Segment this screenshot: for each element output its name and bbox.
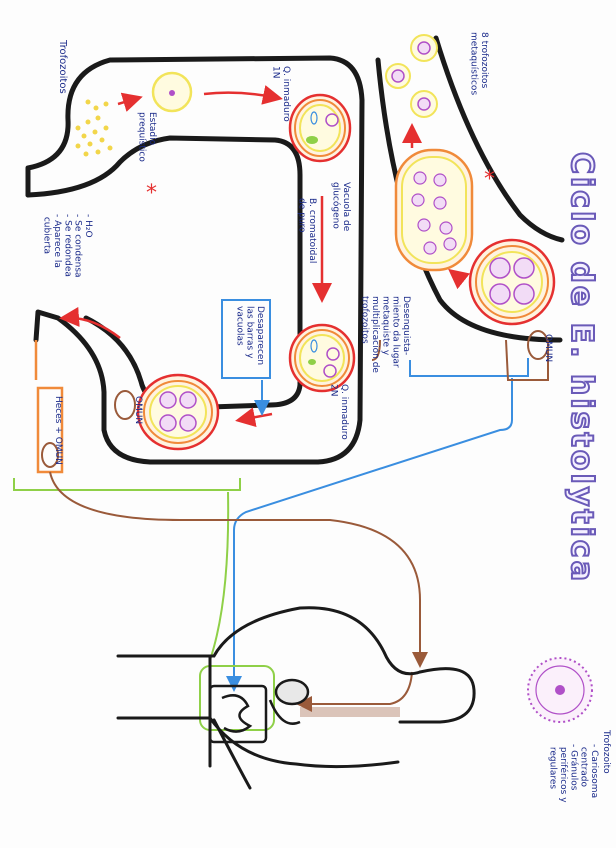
metacystic-trophozoites	[385, 34, 438, 118]
label-vacuola: Vacuola deglucógeno	[331, 182, 351, 232]
label-desenquistamiento: Desenquista-miento da lugarmetaquiste ym…	[360, 296, 411, 373]
label-desaparecen: Desaparecenlas barras yvacuolas	[234, 306, 265, 365]
label-q-inmaduro-1n: Q. inmaduro1N	[271, 66, 291, 122]
label-estadio: Estadioprequístico	[137, 112, 157, 162]
trophozoite-dots	[75, 99, 113, 157]
omun-cyst-left	[114, 390, 136, 420]
blue-pathway	[221, 299, 529, 692]
asterisk-icon: *	[484, 167, 495, 192]
small-intestine-outline	[375, 35, 565, 343]
precyst-cell	[151, 71, 193, 113]
human-silhouette-icon	[116, 606, 476, 790]
page-title: Ciclo de E. histolytica	[564, 152, 599, 584]
trophozoite-icon	[527, 657, 593, 723]
brown-pathway	[49, 339, 549, 712]
omun-cyst-heces	[41, 442, 59, 468]
label-heces: Heces + OMUN	[53, 396, 63, 465]
immature-cyst-2n	[288, 323, 356, 393]
dividing-metacyst	[394, 148, 474, 272]
intestine-icon	[208, 678, 400, 744]
label-q-inmaduro-2n: Q. inmaduro2N	[329, 384, 349, 440]
label-h2o: - H₂O- Se condensa- Se redondea- Aparece…	[42, 214, 93, 278]
mature-cyst-left	[136, 373, 220, 451]
immature-cyst-1n	[288, 93, 352, 163]
label-trofozoito-key: Trofozoito	[601, 729, 611, 774]
asterisk-icon: *	[146, 181, 157, 206]
label-omun-left: OMUN	[133, 396, 143, 424]
label-trofozoitos: Trofozoitos	[57, 39, 68, 94]
label-key-items: - Cariosoma centrado- Gránulos periféric…	[548, 744, 599, 803]
label-omun-right: OMUN	[543, 334, 553, 362]
omun-cyst-right	[527, 330, 549, 360]
large-intestine-outline	[25, 55, 365, 465]
label-trofozoitos-meta: 8 trofozoitosmetaquísticos	[469, 32, 489, 95]
metacyst-right	[468, 238, 556, 326]
label-b-cromatoidal: B. cromatoidalde puro	[297, 198, 317, 263]
